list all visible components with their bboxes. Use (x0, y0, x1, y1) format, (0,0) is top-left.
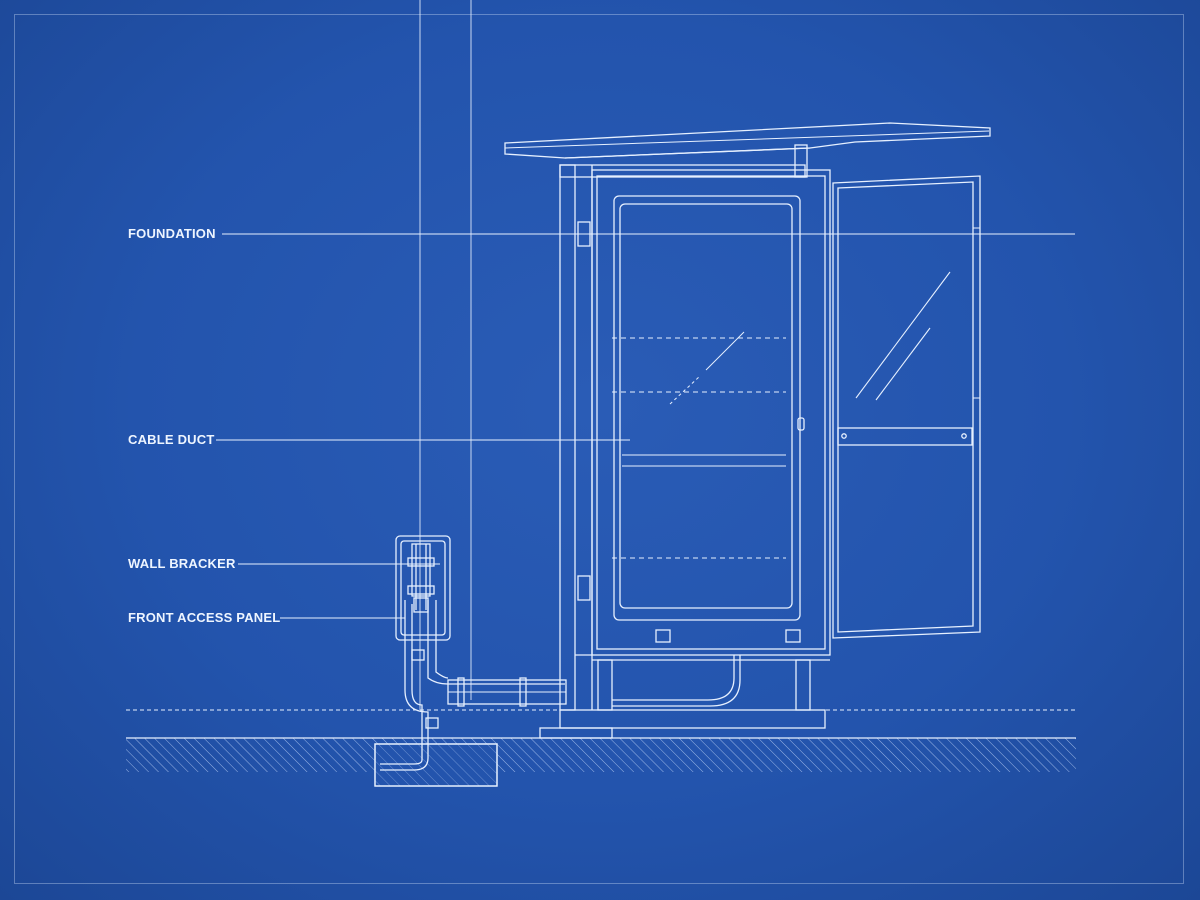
cabinet-base (539, 655, 826, 739)
footing (374, 743, 498, 787)
leader-lines (216, 233, 1075, 619)
label-front-access-panel: FRONT ACCESS PANEL (128, 610, 281, 625)
open-side-panel (832, 175, 981, 639)
sheet-border (14, 14, 1184, 884)
cabinet-body (559, 144, 831, 711)
roof-canopy (504, 122, 991, 159)
label-wall-bracket: WALL BRACKER (128, 556, 236, 571)
cable-conduit (380, 600, 567, 771)
construction-lines (419, 0, 472, 710)
label-cable-duct: CABLE DUCT (128, 432, 215, 447)
label-foundation: FOUNDATION (128, 226, 216, 241)
wall-bracket (395, 535, 451, 641)
front-door (612, 195, 805, 643)
ground-section (126, 709, 1076, 772)
